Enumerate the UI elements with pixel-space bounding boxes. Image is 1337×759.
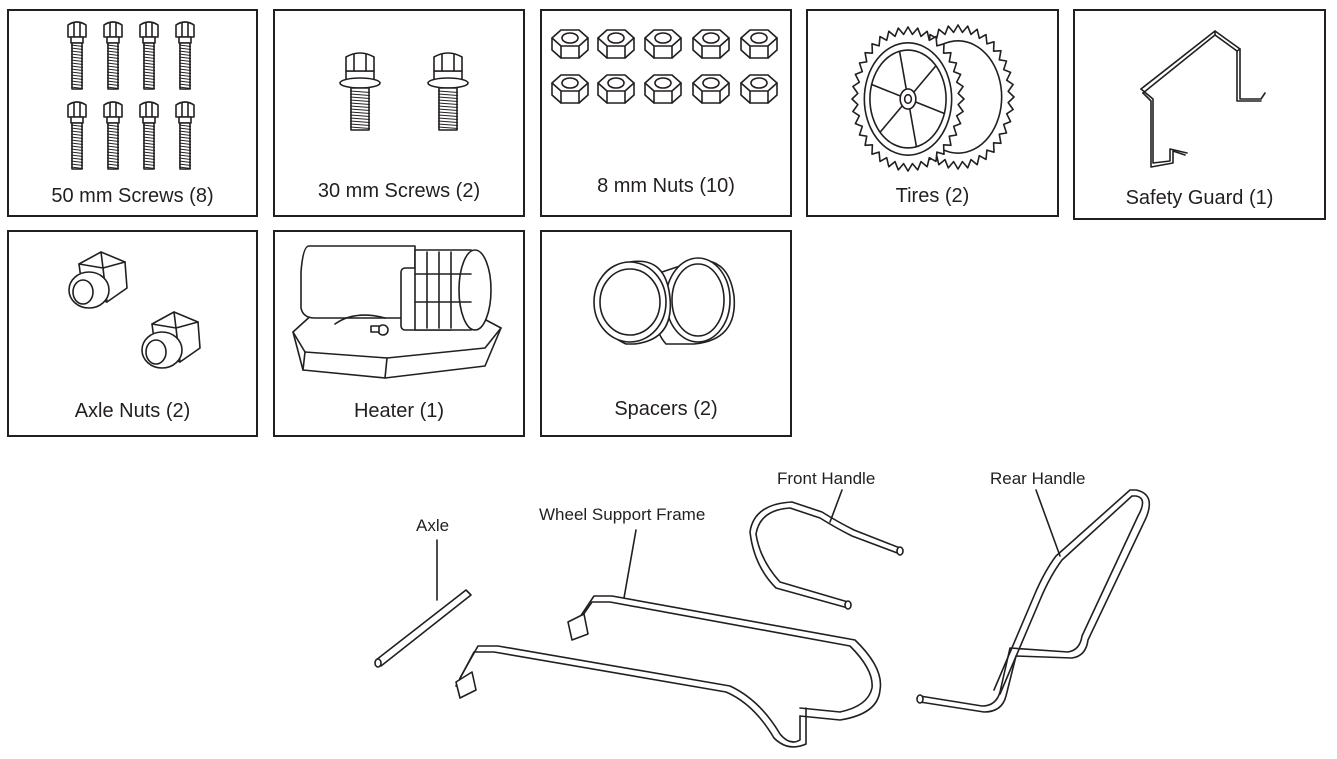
hex-nut-icon [551, 74, 589, 104]
callout-axle: Axle [416, 516, 450, 535]
part-box-tires: Tires (2) [806, 9, 1059, 217]
hex-nut-icon [644, 74, 682, 104]
screw-icon [175, 21, 195, 90]
screw-icon [175, 101, 195, 170]
hex-nut-icon [740, 29, 778, 59]
screw-icon [139, 21, 159, 90]
heater-icon [292, 245, 502, 379]
screw-icon [67, 101, 87, 170]
part-box-axle-nuts: Axle Nuts (2) [7, 230, 258, 437]
part-box-nuts-8: 8 mm Nuts (10) [540, 9, 792, 217]
hex-nut-icon [597, 74, 635, 104]
part-label: Heater (1) [353, 400, 445, 422]
screw-icon [139, 101, 159, 170]
part-label: Tires (2) [895, 185, 970, 207]
hex-nut-icon [551, 29, 778, 104]
tire-icon [851, 24, 1015, 172]
hex-nut-icon [644, 29, 682, 59]
screw-icon [103, 21, 123, 90]
safety-guard-icon [1140, 30, 1266, 168]
screw-icon [67, 21, 87, 90]
handle-icon [916, 489, 1151, 713]
hex-nut-icon [692, 29, 730, 59]
screw-50mm-icon [67, 21, 195, 170]
part-box-safety-guard: Safety Guard (1) [1073, 9, 1326, 220]
callout-wheel-support-frame: Wheel Support Frame [539, 505, 706, 524]
hex-nut-icon [692, 74, 730, 104]
callout-front-handle: Front Handle [777, 469, 876, 488]
spacer-icon [593, 257, 736, 345]
part-label: 50 mm Screws (8) [51, 185, 214, 207]
hex-nut-icon [551, 29, 589, 59]
part-box-heater: Heater (1) [273, 230, 525, 437]
screw-icon [103, 101, 123, 170]
callout-rear-handle: Rear Handle [990, 469, 1086, 488]
handle-icon [749, 489, 904, 610]
hex-nut-icon [740, 74, 778, 104]
hex-nut-icon [597, 29, 635, 59]
part-box-screws-30: 30 mm Screws (2) [273, 9, 525, 217]
part-label: 8 mm Nuts (10) [597, 175, 735, 197]
part-label: Axle Nuts (2) [74, 400, 191, 422]
part-label: Spacers (2) [614, 398, 718, 420]
frame-icon [455, 529, 882, 748]
part-box-spacers: Spacers (2) [540, 230, 792, 437]
axle-nut-icon [68, 251, 201, 369]
axle-icon [374, 539, 472, 668]
part-label: 30 mm Screws (2) [317, 180, 481, 202]
screw-30mm-icon [339, 52, 469, 131]
part-label: Safety Guard (1) [1125, 187, 1274, 209]
part-box-screws-50: 50 mm Screws (8) [7, 9, 258, 217]
